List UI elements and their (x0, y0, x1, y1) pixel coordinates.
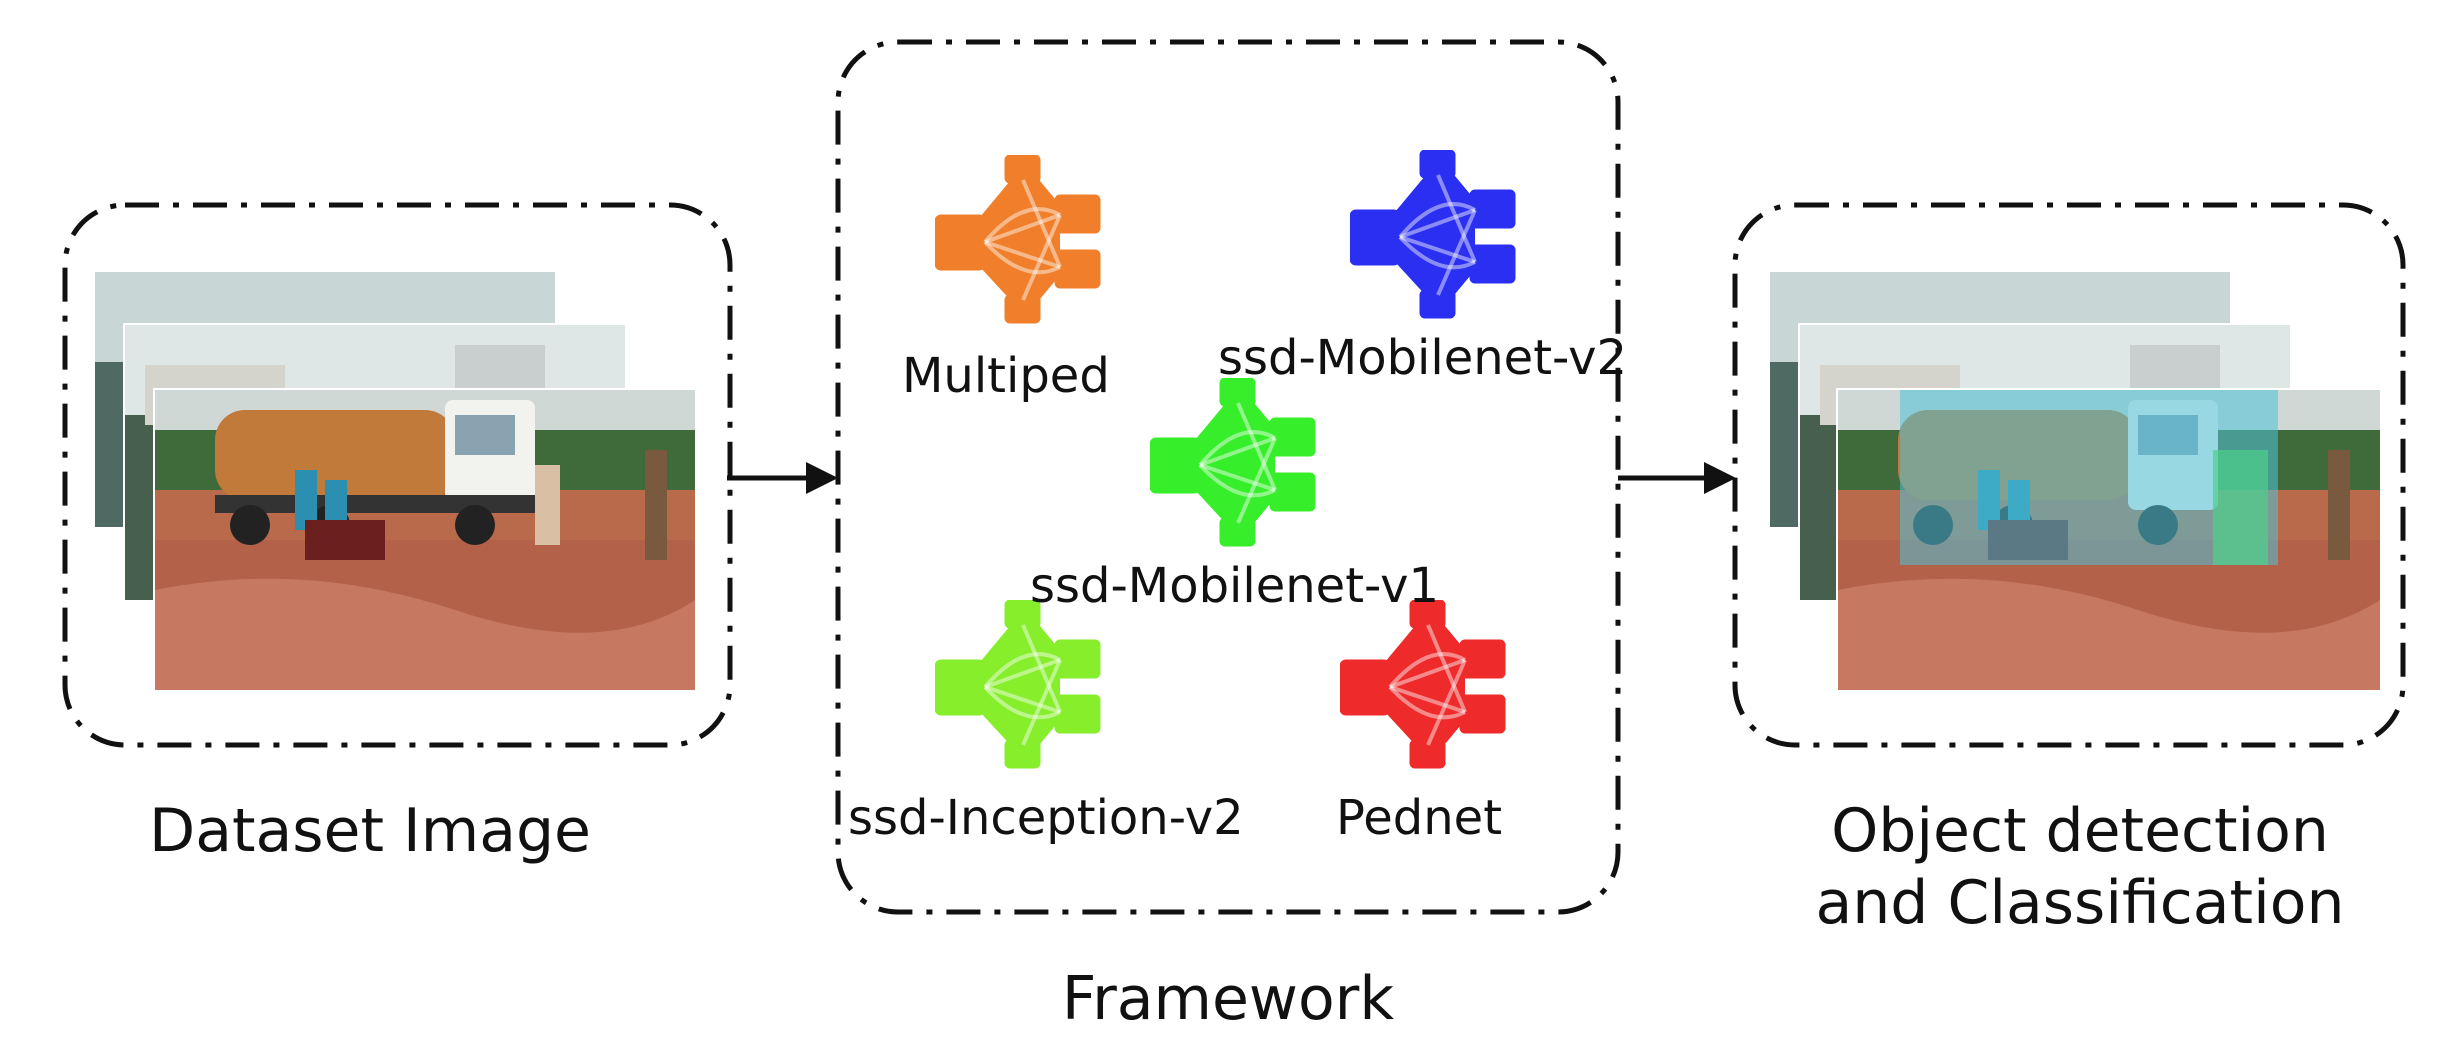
output-photo-front (1838, 390, 2380, 690)
network-icon (1349, 149, 1520, 324)
arrow-right-icon (727, 462, 838, 494)
model-label-pednet: Pednet (1336, 790, 1503, 846)
arrow-right-icon (1618, 462, 1736, 494)
network-icon (934, 599, 1105, 774)
network-icon (1339, 599, 1510, 774)
framework-caption: Framework (1061, 964, 1395, 1034)
model-label-ssd-mobilenet-v2: ssd-Mobilenet-v2 (1218, 330, 1628, 386)
dataset-frame (62, 202, 733, 748)
output-frame (1732, 202, 2406, 748)
network-icon (1149, 377, 1320, 552)
network-icon (934, 154, 1105, 329)
model-label-ssd-inception-v2: ssd-Inception-v2 (848, 790, 1244, 846)
dataset-caption: Dataset Image (149, 796, 591, 866)
dataset-photo-front (155, 390, 695, 690)
detection-highlight (2213, 450, 2268, 565)
model-label-ssd-mobilenet-v1: ssd-Mobilenet-v1 (1030, 558, 1440, 614)
model-label-multiped: Multiped (902, 348, 1110, 404)
output-caption: Object detection and Classification (1815, 796, 2345, 938)
framework-frame (835, 39, 1621, 915)
